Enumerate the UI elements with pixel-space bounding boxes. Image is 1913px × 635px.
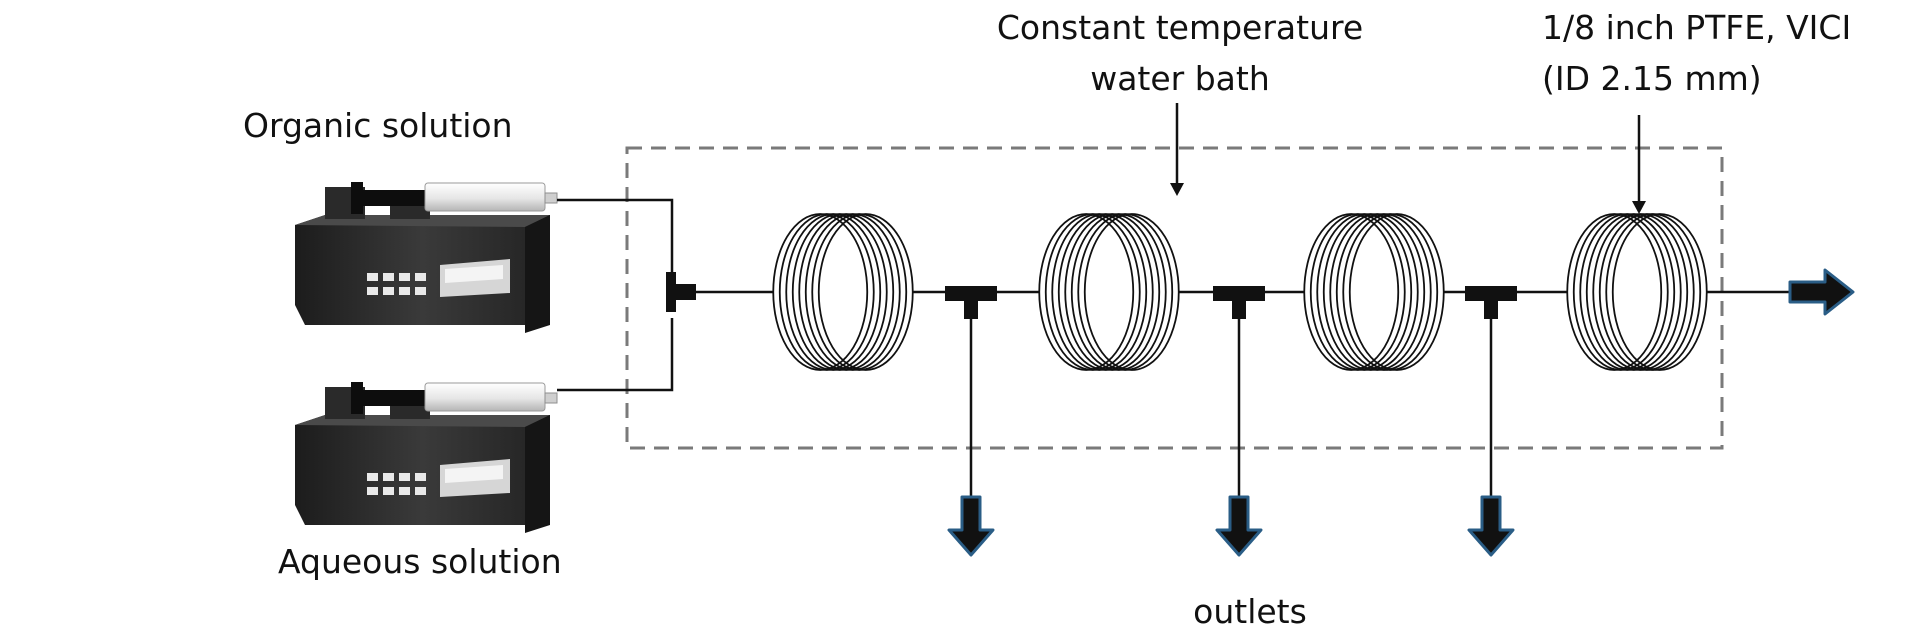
mixing-junction	[666, 272, 676, 312]
outlet-tee-1	[945, 286, 997, 500]
water-bath-label-line2: water bath	[1090, 59, 1270, 98]
flow-arrow-icon	[947, 495, 995, 557]
tubing-label-line2: (ID 2.15 mm)	[1542, 59, 1762, 98]
coil-turn	[1611, 213, 1708, 371]
coil-reactor-icon	[1038, 212, 1180, 372]
coil-turn	[1348, 213, 1445, 371]
organic-solution-label: Organic solution	[243, 106, 513, 145]
organic-feed-line	[557, 198, 674, 272]
coil-background	[774, 212, 912, 372]
coil-background	[1568, 212, 1706, 372]
tubing-label-line1: 1/8 inch PTFE, VICI	[1542, 8, 1852, 47]
outlet-tee-2	[1213, 286, 1265, 500]
coil-turn	[817, 213, 914, 371]
water-bath-box	[625, 146, 1724, 450]
coil-reactor-icon	[772, 212, 914, 372]
outlets-label: outlets	[1193, 592, 1307, 631]
tubing-pointer-head	[1632, 201, 1646, 214]
coil-background	[1305, 212, 1443, 372]
coil-reactor-icon	[1303, 212, 1445, 372]
bath-pointer-head	[1170, 183, 1184, 196]
coil-reactor-icon	[1566, 212, 1708, 372]
water-bath-label-line1: Constant temperature	[996, 8, 1364, 47]
flow-arrow-icon	[1788, 268, 1855, 316]
aqueous-solution-label: Aqueous solution	[278, 542, 562, 581]
coil-background	[1040, 212, 1178, 372]
syringe-pump-icon	[294, 381, 558, 534]
flow-arrow-icon	[1467, 495, 1515, 557]
syringe-pump-icon	[294, 181, 558, 334]
coil-group	[772, 212, 1708, 372]
aqueous-feed-line	[557, 318, 674, 392]
coil-turn	[1083, 213, 1180, 371]
outlet-tee-3	[1465, 286, 1517, 500]
flow-arrow-icon	[1215, 495, 1263, 557]
